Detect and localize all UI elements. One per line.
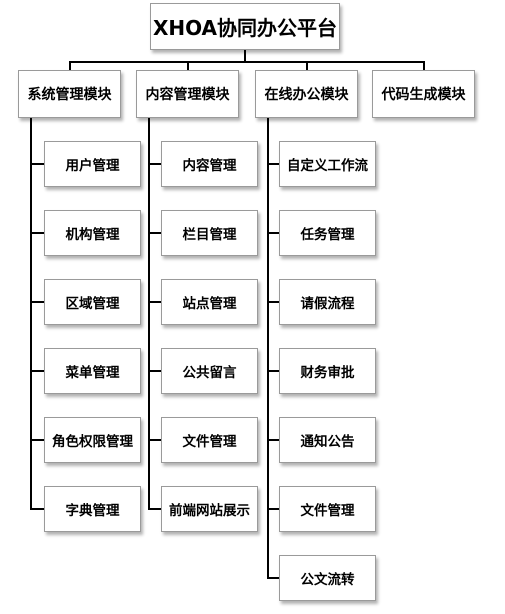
- leaf-label: 用户管理: [65, 158, 120, 174]
- leaf-label: 文件管理: [182, 434, 237, 450]
- branch-stub-line: [149, 163, 161, 165]
- leaf-label: 栏目管理: [182, 227, 237, 243]
- module-label: 系统管理模块: [27, 87, 112, 103]
- module-node-2: 内容管理模块: [136, 70, 239, 118]
- leaf-node: 栏目管理: [161, 210, 258, 256]
- branch-stub-line: [268, 439, 279, 441]
- branch-trunk-line: [267, 118, 269, 579]
- root-title: XHOA协同办公平台: [152, 16, 338, 40]
- leaf-node: 菜单管理: [44, 348, 141, 394]
- leaf-node: 通知公告: [279, 417, 376, 463]
- branch-stub-line: [268, 577, 279, 579]
- module-node-4: 代码生成模块: [372, 70, 475, 118]
- module-node-3: 在线办公模块: [255, 70, 358, 118]
- leaf-label: 内容管理: [182, 158, 237, 174]
- branch-stub-line: [149, 370, 161, 372]
- leaf-label: 文件管理: [300, 503, 355, 519]
- leaf-label: 区域管理: [65, 296, 120, 312]
- leaf-node: 字典管理: [44, 486, 141, 532]
- module-node-1: 系统管理模块: [18, 70, 121, 118]
- leaf-label: 通知公告: [300, 434, 355, 450]
- leaf-node: 自定义工作流: [279, 141, 376, 187]
- leaf-node: 文件管理: [161, 417, 258, 463]
- root-stem-line: [244, 50, 246, 62]
- module-connector-line: [305, 61, 308, 70]
- module-bus-line: [68, 61, 425, 63]
- branch-stub-line: [268, 163, 279, 165]
- module-label: 代码生成模块: [381, 87, 466, 103]
- module-connector-line: [422, 61, 425, 70]
- branch-stub-line: [149, 508, 161, 510]
- branch-stub-line: [268, 232, 279, 234]
- leaf-node: 公文流转: [279, 555, 376, 601]
- leaf-label: 前端网站展示: [169, 503, 250, 519]
- leaf-node: 用户管理: [44, 141, 141, 187]
- branch-stub-line: [31, 370, 44, 372]
- branch-stub-line: [31, 163, 44, 165]
- leaf-node: 请假流程: [279, 279, 376, 325]
- leaf-label: 角色权限管理: [52, 434, 133, 450]
- branch-stub-line: [31, 439, 44, 441]
- module-label: 内容管理模块: [145, 87, 230, 103]
- branch-trunk-line: [148, 118, 150, 510]
- branch-stub-line: [31, 508, 44, 510]
- leaf-label: 公共留言: [182, 365, 237, 381]
- module-connector-line: [186, 61, 189, 70]
- branch-stub-line: [31, 301, 44, 303]
- leaf-node: 角色权限管理: [44, 417, 141, 463]
- leaf-node: 前端网站展示: [161, 486, 258, 532]
- leaf-label: 菜单管理: [65, 365, 120, 381]
- leaf-node: 财务审批: [279, 348, 376, 394]
- leaf-node: 文件管理: [279, 486, 376, 532]
- leaf-node: 任务管理: [279, 210, 376, 256]
- branch-stub-line: [268, 508, 279, 510]
- leaf-label: 站点管理: [182, 296, 237, 312]
- branch-stub-line: [268, 301, 279, 303]
- leaf-node: 机构管理: [44, 210, 141, 256]
- root-node: XHOA协同办公平台: [150, 3, 340, 50]
- leaf-label: 任务管理: [300, 227, 355, 243]
- branch-trunk-line: [30, 118, 32, 510]
- leaf-label: 财务审批: [300, 365, 355, 381]
- leaf-label: 字典管理: [65, 503, 120, 519]
- leaf-label: 机构管理: [65, 227, 120, 243]
- branch-stub-line: [31, 232, 44, 234]
- module-label: 在线办公模块: [264, 87, 349, 103]
- leaf-node: 区域管理: [44, 279, 141, 325]
- branch-stub-line: [149, 439, 161, 441]
- leaf-label: 请假流程: [300, 296, 355, 312]
- leaf-node: 公共留言: [161, 348, 258, 394]
- leaf-node: 内容管理: [161, 141, 258, 187]
- module-connector-line: [68, 61, 71, 70]
- branch-stub-line: [149, 301, 161, 303]
- leaf-label: 自定义工作流: [287, 158, 368, 174]
- branch-stub-line: [268, 370, 279, 372]
- branch-stub-line: [149, 232, 161, 234]
- leaf-node: 站点管理: [161, 279, 258, 325]
- leaf-label: 公文流转: [300, 572, 355, 588]
